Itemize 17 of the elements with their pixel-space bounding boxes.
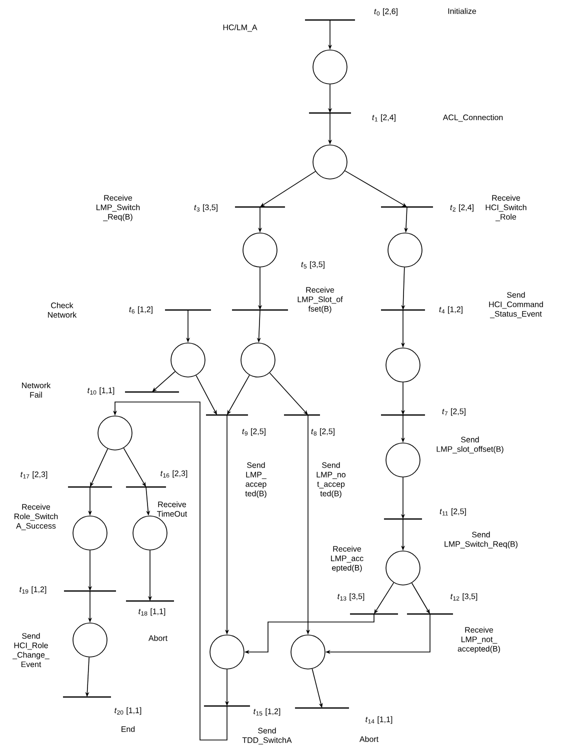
place-circle	[210, 634, 244, 670]
place-circle	[72, 516, 108, 550]
place-circle	[242, 232, 278, 268]
place-circle	[240, 342, 276, 378]
place-circle	[386, 442, 420, 478]
place-circle	[386, 550, 420, 586]
place-circle	[170, 342, 206, 378]
arrow	[269, 372, 308, 415]
place-circle	[290, 634, 326, 670]
place-circle	[312, 144, 348, 180]
place-circle	[312, 50, 348, 84]
place-circle	[72, 622, 108, 658]
place-circle	[386, 348, 420, 382]
place-circle	[132, 516, 168, 550]
arrow	[152, 371, 176, 392]
place-circle	[98, 416, 132, 450]
place-circle	[388, 232, 422, 268]
